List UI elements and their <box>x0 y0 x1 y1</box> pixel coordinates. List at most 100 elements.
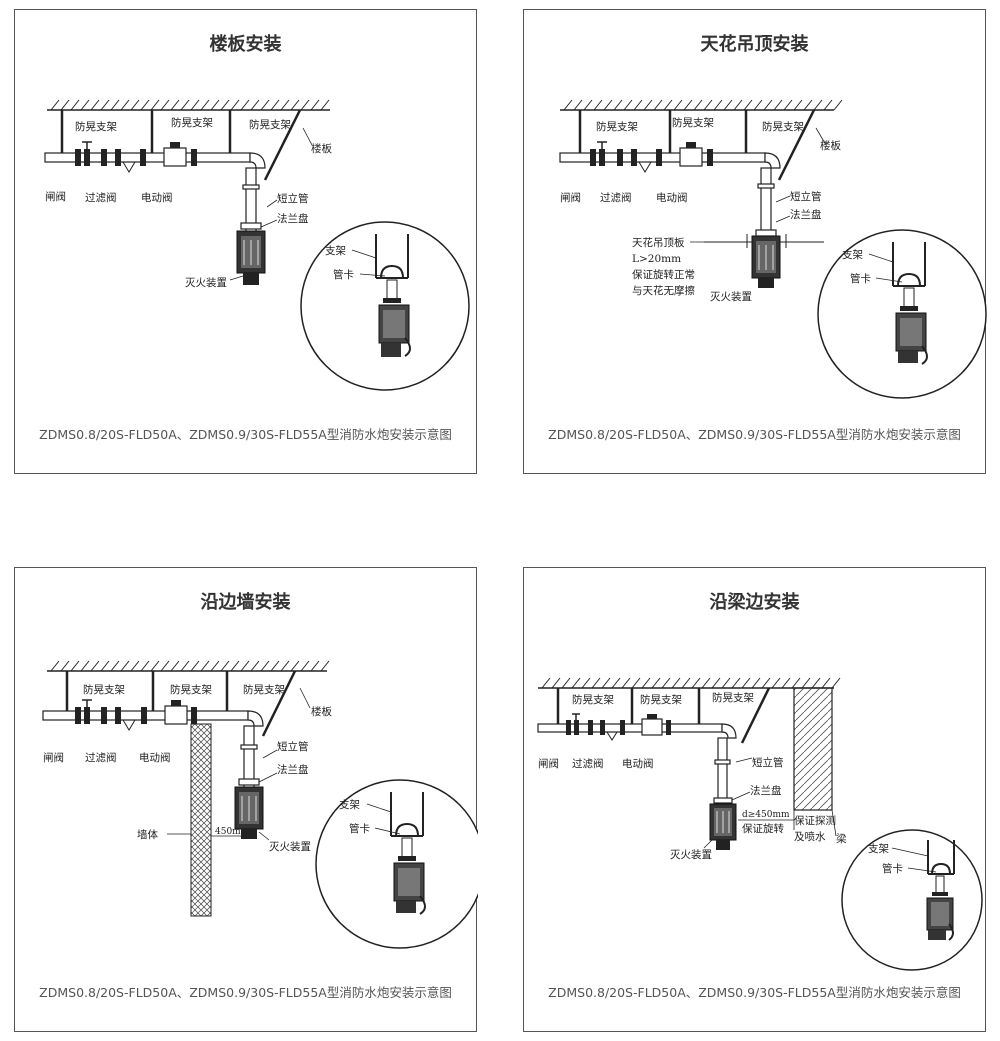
panel-caption: ZDMS0.8/20S-FLD50A、ZDMS0.9/30S-FLD55A型消防… <box>39 985 452 1000</box>
rotation-note-label: 保证旋转 <box>742 822 784 835</box>
slab-label: 楼板 <box>311 142 332 155</box>
detail-circle <box>817 229 987 399</box>
brace-label-2: 防晃支架 <box>672 116 714 129</box>
detail-circle <box>315 779 478 949</box>
detection-note-label: 保证探测 <box>794 814 836 827</box>
filter-valve-label: 过滤阀 <box>85 191 117 204</box>
device-label: 灭火装置 <box>710 290 752 303</box>
filter-valve-label: 过滤阀 <box>572 757 604 770</box>
detail-bracket-label: 支架 <box>842 249 863 261</box>
detail-circle <box>841 829 983 971</box>
rotation-note-label: 保证旋转正常 <box>632 268 695 281</box>
brace-label-1: 防晃支架 <box>75 120 117 133</box>
ceiling-board-label: 天花吊顶板 <box>632 236 685 249</box>
detail-bracket-label: 支架 <box>868 843 889 855</box>
brace-label-2: 防晃支架 <box>171 116 213 129</box>
panel-caption: ZDMS0.8/20S-FLD50A、ZDMS0.9/30S-FLD55A型消防… <box>548 427 961 442</box>
panel-title: 楼板安装 <box>209 34 282 55</box>
ceiling-install-diagram: 防晃支架 防晃支架 防晃支架 楼板 闸阀 过滤阀 电动阀 短立管 法兰盘 天花吊… <box>559 99 987 399</box>
vertical-pipe <box>717 737 728 807</box>
brace-label-1: 防晃支架 <box>572 693 614 706</box>
motor-valve-label: 电动阀 <box>622 757 654 770</box>
filter-valve-icon <box>115 149 121 166</box>
detail-bracket-label: 支架 <box>339 799 360 811</box>
beam-block <box>793 687 833 811</box>
panel-title: 天花吊顶安装 <box>700 34 809 55</box>
motor-valve-label: 电动阀 <box>139 751 171 764</box>
gate-valve-icon <box>75 149 81 166</box>
friction-note-label: 与天花无摩擦 <box>632 284 695 297</box>
filter-valve-label: 过滤阀 <box>600 191 632 204</box>
panel-ceiling-install: 防晃支架 防晃支架 防晃支架 楼板 闸阀 过滤阀 电动阀 短立管 法兰盘 天花吊… <box>523 9 987 474</box>
fire-monitor-device <box>709 803 737 850</box>
flange-plate <box>240 222 262 230</box>
detail-clamp-label: 管卡 <box>850 272 871 285</box>
panel-title: 沿边墙安装 <box>200 592 291 613</box>
flange-label: 法兰盘 <box>277 763 309 776</box>
short-pipe-label: 短立管 <box>277 192 309 205</box>
flange-plate <box>755 229 777 237</box>
gate-valve-icon <box>84 149 90 166</box>
detail-clamp-label: 管卡 <box>882 862 903 875</box>
device-label: 灭火装置 <box>670 848 712 861</box>
fire-monitor-device <box>236 230 266 285</box>
motor-valve-label: 电动阀 <box>141 191 173 204</box>
detail-clamp-label: 管卡 <box>333 268 354 281</box>
detail-clamp-label: 管卡 <box>349 822 370 835</box>
flange-plate <box>238 778 260 786</box>
panel-caption: ZDMS0.8/20S-FLD50A、ZDMS0.9/30S-FLD55A型消防… <box>39 427 452 442</box>
flange-label: 法兰盘 <box>277 212 309 225</box>
beam-install-diagram: 防晃支架 防晃支架 防晃支架 闸阀 过滤阀 电动阀 短立管 法兰盘 d≥450m… <box>537 677 983 971</box>
wall-label: 墙体 <box>137 828 158 841</box>
gate-valve-label: 闸阀 <box>560 191 581 204</box>
panel-beam-install: 防晃支架 防晃支架 防晃支架 闸阀 过滤阀 电动阀 短立管 法兰盘 d≥450m… <box>523 567 986 1032</box>
wall-column <box>190 723 212 917</box>
flange-plate <box>713 797 733 804</box>
ceiling-hatch <box>563 99 843 111</box>
distance-label: L>20mm <box>632 253 681 265</box>
brace-label-1: 防晃支架 <box>596 120 638 133</box>
distance-label: d≥450mm <box>742 810 790 820</box>
device-label: 灭火装置 <box>185 276 227 289</box>
brace-label-3: 防晃支架 <box>762 120 804 133</box>
motor-valve-label: 电动阀 <box>656 191 688 204</box>
device-label: 灭火装置 <box>269 840 311 853</box>
slab-label: 楼板 <box>311 705 332 718</box>
detail-bracket-label: 支架 <box>325 245 346 257</box>
brace-label-2: 防晃支架 <box>640 693 682 706</box>
short-pipe-label: 短立管 <box>752 756 784 769</box>
filter-valve-label: 过滤阀 <box>85 751 117 764</box>
panel-title: 沿梁边安装 <box>709 592 800 613</box>
brace-label-3: 防晃支架 <box>712 691 754 704</box>
fire-monitor-device <box>234 786 264 839</box>
motor-valve-icon <box>140 149 146 166</box>
pipe-elbow <box>249 152 266 169</box>
pipe-joint <box>242 184 260 190</box>
flange-label: 法兰盘 <box>750 784 782 797</box>
distance-label: 450mm <box>215 827 250 837</box>
brace-label-1: 防晃支架 <box>83 683 125 696</box>
filter-valve-icon <box>101 149 107 166</box>
slab-label: 楼板 <box>820 139 841 152</box>
ceiling-hatch <box>50 99 330 111</box>
short-pipe-label: 短立管 <box>277 740 309 753</box>
floor-install-diagram: 防晃支架 防晃支架 防晃支架 楼板 闸阀 过滤阀 电动阀 短立管 法兰盘 灭火装… <box>44 99 470 391</box>
gate-valve-label: 闸阀 <box>43 751 64 764</box>
spray-note-label: 及喷水 <box>794 831 826 843</box>
short-pipe-label: 短立管 <box>790 190 822 203</box>
horizontal-pipe <box>537 723 723 733</box>
panel-wall-install: 防晃支架 防晃支架 防晃支架 楼板 闸阀 过滤阀 电动阀 短立管 法兰盘 墙体 … <box>14 567 478 1032</box>
ceiling-hatch <box>541 677 841 689</box>
panel-floor-install: 防晃支架 防晃支架 防晃支架 楼板 闸阀 过滤阀 电动阀 短立管 法兰盘 灭火装… <box>14 9 477 474</box>
gate-valve-label: 闸阀 <box>538 757 559 770</box>
fire-monitor-device <box>751 235 781 288</box>
brace-diagonal <box>263 109 302 181</box>
detail-circle <box>300 221 470 391</box>
wall-install-diagram: 防晃支架 防晃支架 防晃支架 楼板 闸阀 过滤阀 电动阀 短立管 法兰盘 墙体 … <box>42 660 478 949</box>
brace-label-3: 防晃支架 <box>249 118 291 131</box>
motor-valve-body <box>163 147 187 167</box>
brace-label-3: 防晃支架 <box>243 683 285 696</box>
gate-valve-label: 闸阀 <box>45 190 66 203</box>
brace-label-2: 防晃支架 <box>170 683 212 696</box>
vertical-pipe <box>760 167 772 237</box>
